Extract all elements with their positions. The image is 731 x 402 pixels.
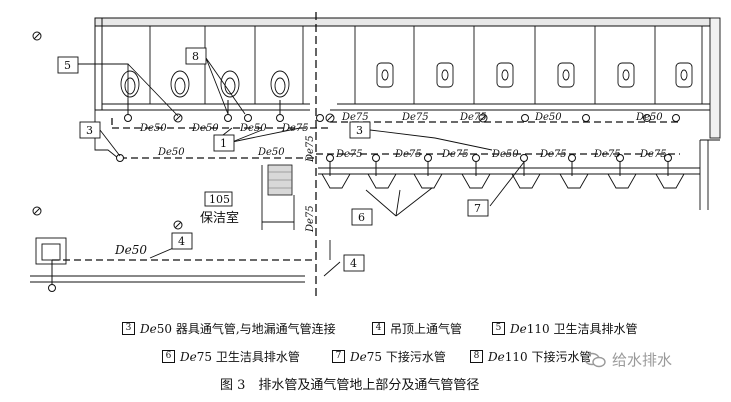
fixture-connections bbox=[48, 100, 680, 292]
watermark: 给水排水 bbox=[584, 349, 672, 370]
callout-4-right: 4 bbox=[350, 257, 357, 270]
legend-num-5: 5 bbox=[492, 322, 505, 335]
label-de75-g: De75 bbox=[441, 149, 469, 160]
callout-boxes bbox=[57, 47, 489, 272]
legend-italic-7: De bbox=[350, 349, 367, 364]
callout-1: 1 bbox=[220, 137, 227, 150]
column-markers bbox=[32, 31, 488, 230]
callout-6: 6 bbox=[358, 211, 365, 224]
legend-item-3: 3 De 50 器具通气管,与地漏通气管连接 bbox=[122, 320, 336, 337]
label-de75-e: De75 bbox=[335, 149, 363, 160]
legend-item-6: 6 De 75 卫生洁具排水管 bbox=[162, 348, 300, 365]
legend-text-6: 75 卫生洁具排水管 bbox=[196, 350, 300, 364]
legend-italic-5: De bbox=[510, 321, 527, 336]
legend-num-3: 3 bbox=[122, 322, 135, 335]
legend-text-5: 110 卫生洁具排水管 bbox=[526, 322, 638, 336]
label-de50-bottom: De50 bbox=[114, 243, 147, 257]
pipe-diameter-labels: De50 De50 De50 De75 De75 De75 De75 De50 … bbox=[114, 112, 667, 257]
callout-numbers: 5 8 3 1 3 4 4 6 7 bbox=[64, 50, 481, 270]
left-toilet-stalls bbox=[95, 26, 310, 111]
callout-3-left: 3 bbox=[86, 124, 93, 137]
label-de75-c: De75 bbox=[401, 112, 429, 123]
watermark-text: 给水排水 bbox=[612, 351, 673, 369]
walls-right bbox=[699, 17, 721, 210]
cleaning-room-label: 105 保洁室 bbox=[200, 191, 239, 226]
legend-item-8: 8 De 110 下接污水管 bbox=[470, 348, 591, 365]
label-de50-f: De50 bbox=[157, 147, 185, 158]
legend-num-4: 4 bbox=[372, 322, 385, 335]
label-de50-g: De50 bbox=[257, 147, 285, 158]
label-de75-vertical-b: De75 bbox=[305, 205, 316, 233]
right-toilet-stalls bbox=[330, 26, 710, 111]
label-de75-d: De75 bbox=[459, 112, 487, 123]
callout-3-right: 3 bbox=[356, 124, 363, 137]
callout-leaders bbox=[78, 57, 525, 277]
label-de75-a: De75 bbox=[281, 123, 309, 134]
corridor-walls bbox=[30, 110, 331, 283]
legend-item-7: 7 De 75 下接污水管 bbox=[332, 348, 446, 365]
label-de75-b: De75 bbox=[341, 112, 369, 123]
label-de50-e: De50 bbox=[635, 112, 663, 123]
legend-item-5: 5 De 110 卫生洁具排水管 bbox=[492, 320, 637, 337]
wechat-icon bbox=[584, 352, 606, 367]
vent-pipes bbox=[52, 118, 680, 261]
legend-num-6: 6 bbox=[162, 350, 175, 363]
label-de75-i: De75 bbox=[593, 149, 621, 160]
legend-text-4: 吊顶上通气管 bbox=[390, 322, 463, 336]
pipe-shaft-hatch bbox=[267, 164, 293, 196]
room-name: 保洁室 bbox=[200, 210, 239, 226]
callout-7: 7 bbox=[474, 202, 481, 215]
label-de75-f: De75 bbox=[394, 149, 422, 160]
legend-italic-3: De bbox=[140, 321, 157, 336]
callout-4-left: 4 bbox=[178, 235, 185, 248]
label-de75-j: De75 bbox=[639, 149, 667, 160]
legend-text-7: 75 下接污水管 bbox=[366, 350, 446, 364]
legend-italic-8: De bbox=[488, 349, 505, 364]
callout-8: 8 bbox=[192, 50, 199, 63]
legend-text-3: 50 器具通气管,与地漏通气管连接 bbox=[156, 322, 336, 336]
legend-num-7: 7 bbox=[332, 350, 345, 363]
legend-text-8: 110 下接污水管 bbox=[504, 350, 592, 364]
label-de50-h: De50 bbox=[491, 149, 519, 160]
label-de50-a: De50 bbox=[139, 123, 167, 134]
figure-caption: 图 3 排水管及通气管地上部分及通气管管径 bbox=[220, 378, 480, 393]
room-number: 105 bbox=[209, 193, 230, 206]
legend-italic-6: De bbox=[180, 349, 197, 364]
floor-plan-drawing: De50 De50 De50 De75 De75 De75 De75 De50 … bbox=[30, 12, 721, 300]
callout-5: 5 bbox=[64, 59, 71, 72]
label-de50-c: De50 bbox=[239, 123, 267, 134]
label-de50-b: De50 bbox=[191, 123, 219, 134]
urinal-row bbox=[318, 167, 700, 189]
label-de50-d: De50 bbox=[534, 112, 562, 123]
label-de75-h: De75 bbox=[539, 149, 567, 160]
label-de75-vertical-a: De75 bbox=[305, 135, 316, 163]
legend-item-4: 4 吊顶上通气管 bbox=[372, 320, 462, 337]
legend-num-8: 8 bbox=[470, 350, 483, 363]
